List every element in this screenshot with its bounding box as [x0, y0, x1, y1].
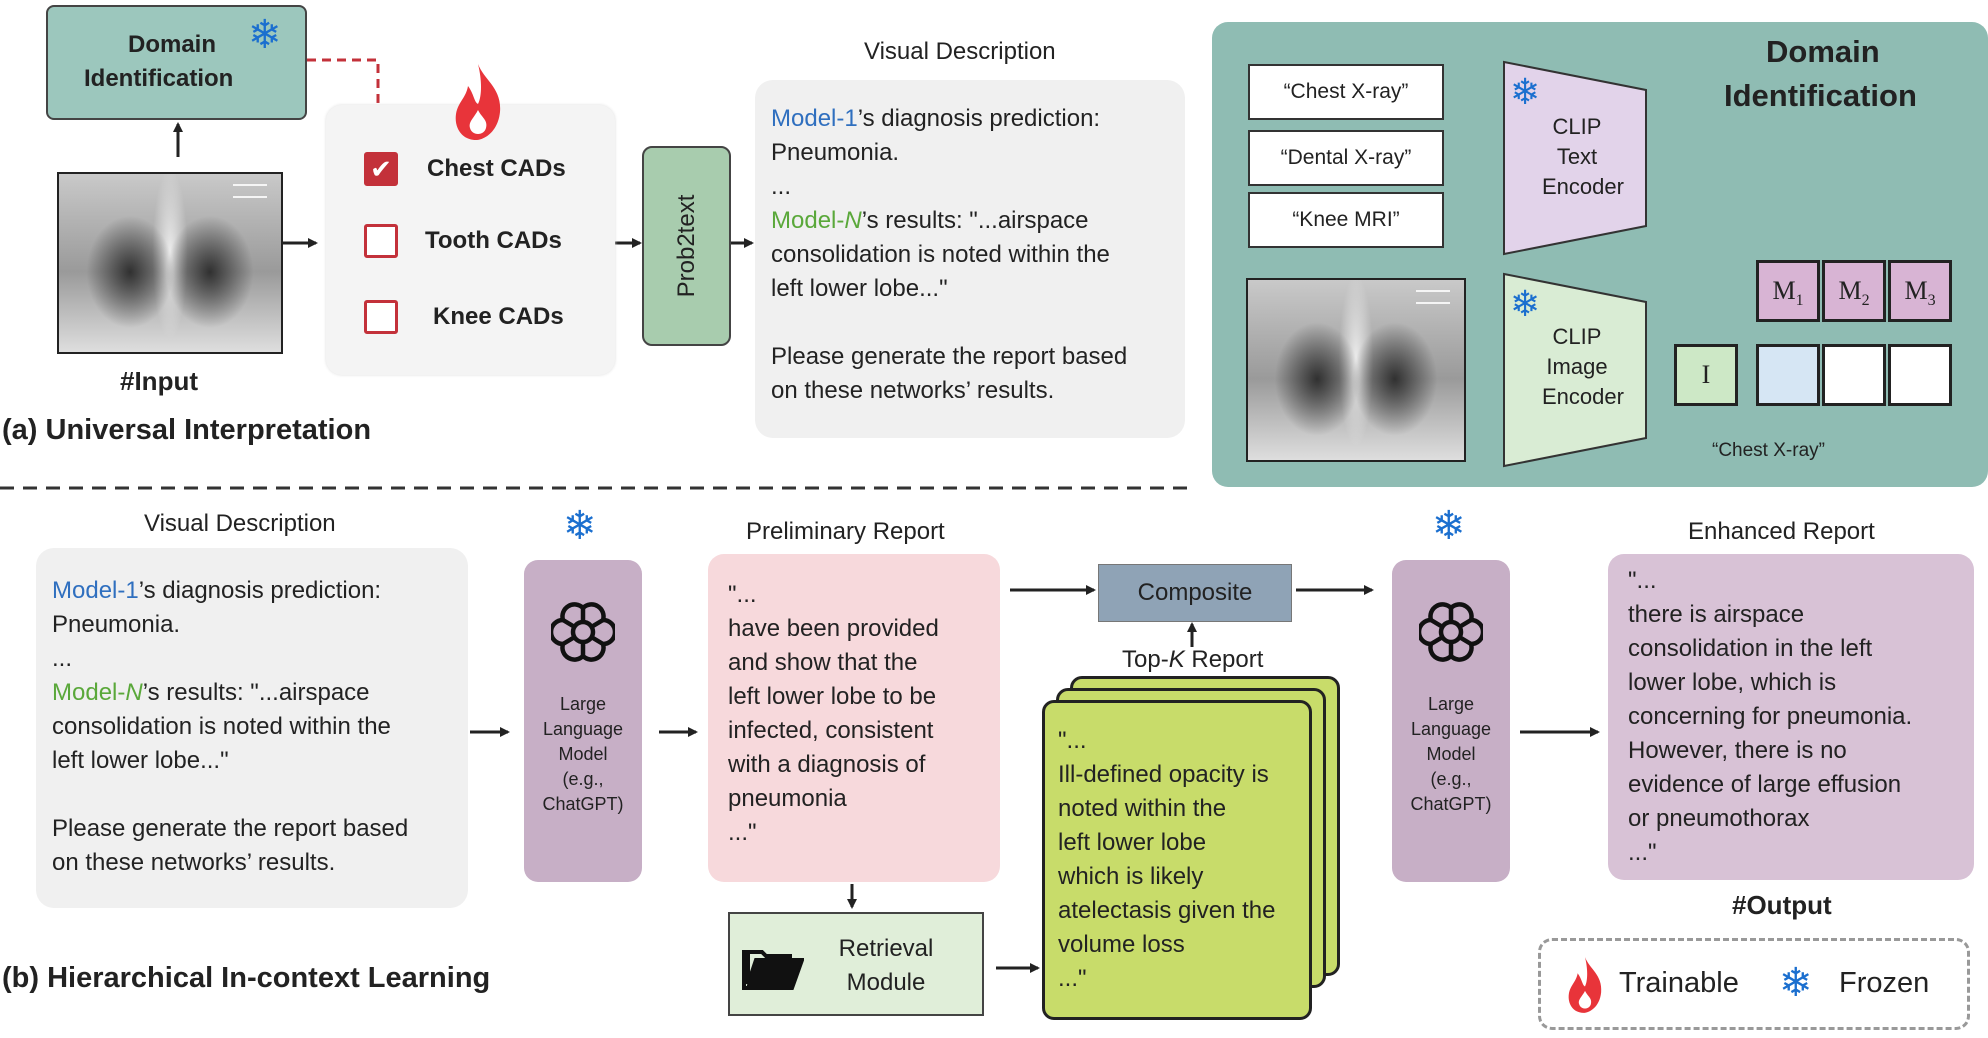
cad-knee: Knee CADs	[433, 303, 564, 330]
visual-description-title-a: Visual Description	[864, 38, 1056, 65]
similarity-slot-2	[1822, 344, 1886, 406]
visual-description-text-a: Model-1’s diagnosis prediction: Pneumoni…	[771, 105, 1128, 404]
cad-tooth: Tooth CADs	[425, 227, 562, 254]
composite-box: Composite	[1098, 564, 1292, 622]
checkmark-icon[interactable]: ✔	[364, 152, 398, 186]
topk-card-front	[1042, 700, 1312, 1020]
section-label-b: (b) Hierarchical In-context Learning	[2, 962, 491, 994]
m2-box: M2	[1822, 260, 1886, 322]
topk-report-title: Top-K Report	[1122, 646, 1264, 673]
legend-frozen: Frozen	[1839, 967, 1930, 999]
model-1-name: Model-1	[771, 105, 858, 132]
clip-text-encoder-label: CLIP Text Encoder	[1542, 114, 1624, 199]
retrieval-module-label: Retrieval Module	[838, 935, 934, 996]
fire-icon	[455, 64, 501, 140]
prob2text-box: Prob2text	[642, 146, 731, 346]
visual-description-text-b: Model-1’s diagnosis prediction: Pneumoni…	[52, 577, 409, 876]
llm-box-1: Large Language Model (e.g., ChatGPT)	[524, 560, 642, 882]
input-label: #Input	[120, 366, 198, 396]
m3-box: M3	[1888, 260, 1952, 322]
input-xray-image	[57, 172, 283, 354]
snowflake-icon: ❄	[1779, 961, 1813, 1005]
visual-description-title-b: Visual Description	[144, 510, 336, 537]
checkbox-tooth[interactable]	[364, 224, 398, 258]
topk-report-text: "... Ill-defined opacity is noted within…	[1058, 727, 1276, 992]
text-prompt-chest: “Chest X-ray”	[1248, 64, 1444, 120]
enhanced-report-title: Enhanced Report	[1688, 518, 1875, 545]
snowflake-icon: ❄	[1510, 283, 1541, 324]
enhanced-report-box	[1608, 554, 1974, 880]
domain-panel-title-2: Identification	[1724, 78, 1917, 113]
folder-icon	[742, 950, 804, 990]
section-label-a: (a) Universal Interpretation	[2, 414, 372, 446]
enhanced-report-text: "... there is airspace consolidation in …	[1628, 567, 1913, 866]
similarity-slot-1	[1756, 344, 1820, 406]
snowflake-icon: ❄	[1432, 504, 1466, 548]
output-label: #Output	[1732, 890, 1832, 920]
openai-logo-icon	[1419, 602, 1483, 662]
prob2text-label: Prob2text	[672, 194, 700, 298]
fire-icon	[1568, 957, 1602, 1013]
snowflake-icon: ❄	[1510, 71, 1541, 112]
visual-description-box-b	[36, 548, 468, 908]
preliminary-report-text: "... have been provided and show that th…	[728, 581, 939, 846]
llm-box-2: Large Language Model (e.g., ChatGPT)	[1392, 560, 1510, 882]
snowflake-icon: ❄	[248, 13, 282, 57]
domain-identification-line2: Identification	[84, 65, 234, 92]
domain-identification-line1: Domain	[128, 31, 217, 58]
cad-chest: Chest CADs	[427, 155, 566, 182]
domain-panel-title-1: Domain	[1766, 34, 1880, 69]
checkbox-knee[interactable]	[364, 300, 398, 334]
preliminary-report-title: Preliminary Report	[746, 518, 945, 545]
similarity-slot-3	[1888, 344, 1952, 406]
image-feature-box: I	[1674, 344, 1738, 406]
legend-trainable: Trainable	[1619, 967, 1739, 999]
clip-image-encoder	[1503, 272, 1647, 468]
visual-description-box-a	[755, 80, 1185, 438]
preliminary-report-box	[708, 554, 1000, 882]
m1-box: M1	[1756, 260, 1820, 322]
text-prompt-dental: “Dental X-ray”	[1248, 130, 1444, 186]
llm-label-1: Large Language Model (e.g., ChatGPT)	[542, 694, 624, 814]
retrieval-module-box: Retrieval Module	[728, 912, 984, 1016]
clip-text-encoder	[1503, 60, 1647, 256]
legend-box: Trainable ❄ Frozen	[1538, 938, 1970, 1030]
domain-result: “Chest X-ray”	[1712, 440, 1825, 461]
openai-logo-icon	[551, 602, 615, 662]
clip-image-encoder-label: CLIP Image Encoder	[1542, 324, 1624, 409]
domain-identification-box: Domain Identification ❄	[46, 5, 307, 120]
text-prompt-knee: “Knee MRI”	[1248, 192, 1444, 248]
panel-xray-image	[1246, 278, 1466, 462]
llm-label-2: Large Language Model (e.g., ChatGPT)	[1410, 694, 1492, 814]
snowflake-icon: ❄	[563, 504, 597, 548]
